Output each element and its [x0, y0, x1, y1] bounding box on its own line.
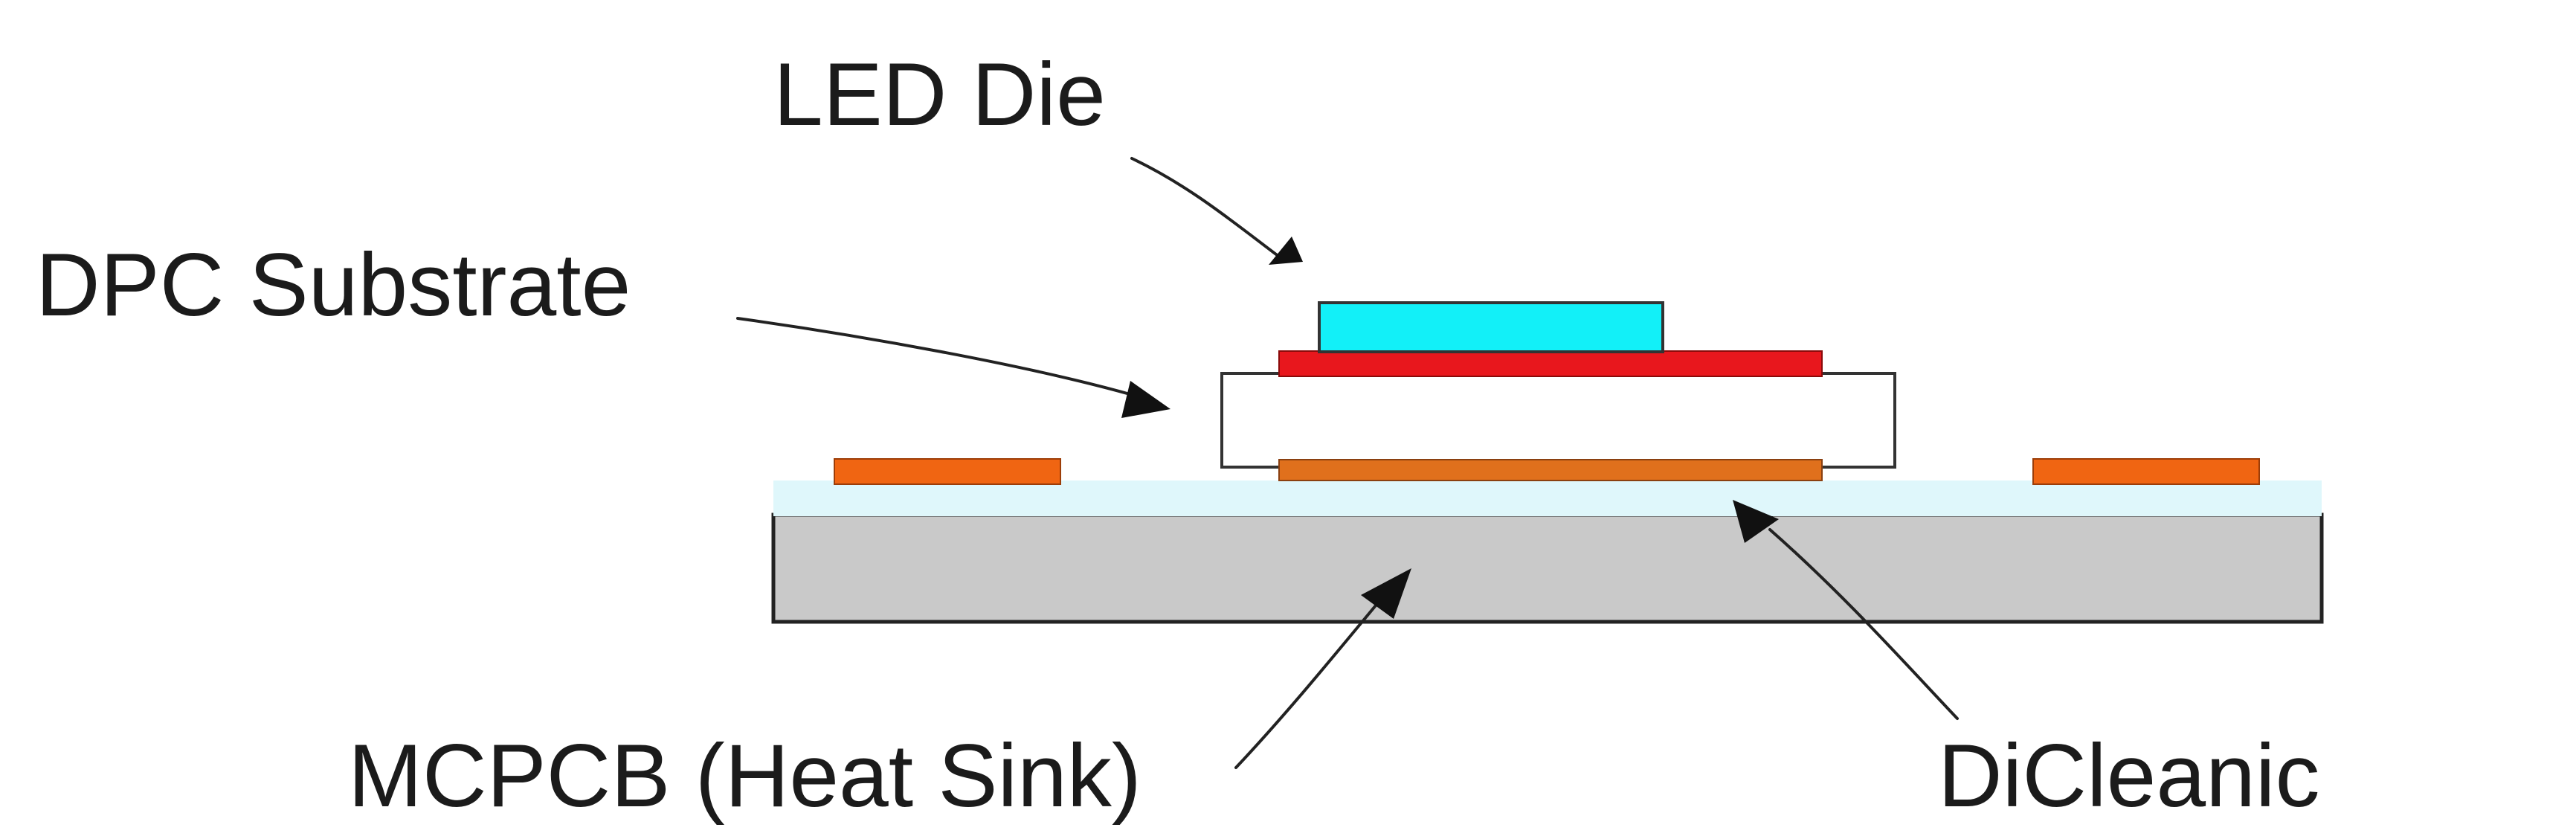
mcpcb-label: MCPCB (Heat Sink)	[348, 726, 1142, 826]
mcpcb-leader	[1234, 568, 1411, 769]
mcpcb-heat-sink	[771, 512, 2324, 624]
dielectric-layer	[773, 480, 2322, 516]
dpc-substrate-label: DPC Substrate	[36, 235, 631, 335]
led-die-arrowhead	[1269, 237, 1303, 265]
dpc-top-copper	[1278, 350, 1823, 377]
led-die-leader	[1130, 157, 1303, 265]
dpc-substrate-leader	[736, 317, 1171, 418]
dpc-bottom-copper	[1278, 459, 1823, 481]
dpc-substrate-body	[1220, 372, 1896, 469]
left-copper-pad	[834, 458, 1061, 485]
dielectric-leader	[1733, 500, 1959, 720]
led-die-label: LED Die	[773, 45, 1106, 144]
dielectric-label: DiCleanic	[1938, 726, 2320, 826]
right-copper-pad	[2032, 458, 2260, 485]
mcpcb-arrowhead	[1361, 568, 1411, 619]
dpc-substrate-arrowhead	[1121, 381, 1171, 418]
dielectric-arrowhead	[1733, 500, 1779, 543]
led-die	[1318, 301, 1664, 353]
